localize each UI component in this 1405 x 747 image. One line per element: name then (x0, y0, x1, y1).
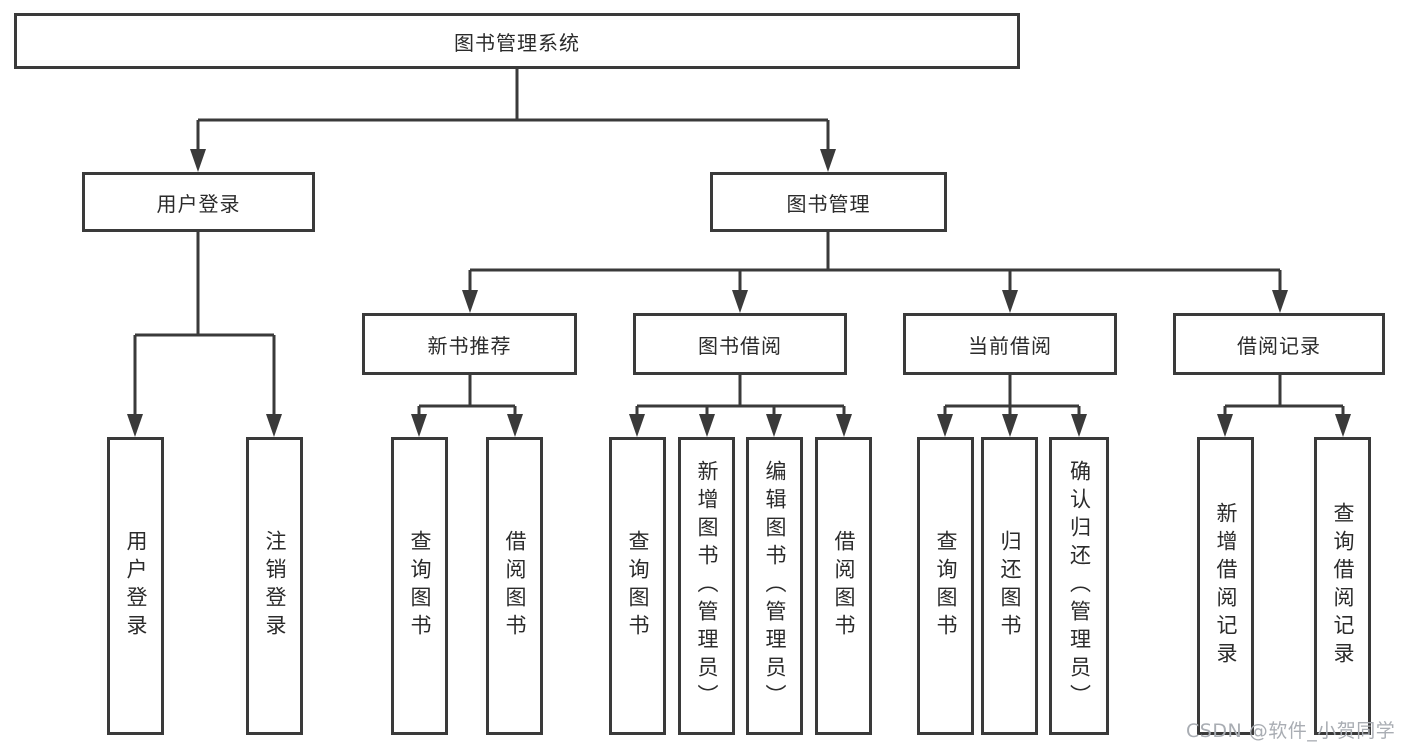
leaf-current-query: 查询图书 (917, 437, 974, 735)
leaf-newbook-query: 查询图书 (391, 437, 448, 735)
node-new-book-recommend-label: 新书推荐 (427, 333, 512, 358)
leaf-borrow-add: 新增图书（管理员） (678, 437, 735, 735)
edge-book-borrow (635, 375, 846, 417)
edge-user-login (133, 232, 276, 417)
leaf-record-add: 新增借阅记录 (1197, 437, 1254, 735)
edge-current-borrow (943, 375, 1081, 417)
leaf-current-return-label: 归还图书 (998, 530, 1022, 642)
leaf-borrow-edit-label: 编辑图书（管理员） (763, 460, 787, 712)
node-current-borrow-label: 当前借阅 (968, 333, 1052, 358)
leaf-newbook-query-label: 查询图书 (408, 530, 432, 642)
edge-new-book (417, 375, 517, 417)
leaf-record-query: 查询借阅记录 (1314, 437, 1371, 735)
arrowheads (127, 149, 1351, 437)
leaf-current-confirm: 确认归还（管理员） (1049, 437, 1109, 735)
leaf-record-query-label: 查询借阅记录 (1331, 502, 1355, 670)
leaf-current-query-label: 查询图书 (934, 530, 958, 642)
leaf-user-login-label: 用户登录 (124, 530, 148, 642)
leaf-logout-label: 注销登录 (263, 530, 287, 642)
node-user-login-label: 用户登录 (156, 191, 241, 216)
edge-borrow-records (1223, 375, 1345, 417)
leaf-newbook-borrow: 借阅图书 (486, 437, 543, 735)
leaf-newbook-borrow-label: 借阅图书 (503, 530, 527, 642)
leaf-borrow-edit: 编辑图书（管理员） (746, 437, 803, 735)
leaf-borrow-add-label: 新增图书（管理员） (695, 460, 719, 712)
edge-root (196, 69, 830, 152)
node-root-label: 图书管理系统 (454, 30, 580, 55)
leaf-borrow-book-label: 借阅图书 (832, 530, 856, 642)
node-borrow-records: 借阅记录 (1173, 313, 1385, 375)
leaf-current-return: 归还图书 (981, 437, 1038, 735)
node-current-borrow: 当前借阅 (903, 313, 1117, 375)
node-book-management: 图书管理 (710, 172, 947, 232)
node-book-management-label: 图书管理 (786, 191, 871, 216)
node-new-book-recommend: 新书推荐 (362, 313, 577, 375)
node-root: 图书管理系统 (14, 13, 1020, 69)
node-book-borrow-label: 图书借阅 (698, 333, 782, 358)
leaf-borrow-query-label: 查询图书 (626, 530, 650, 642)
leaf-borrow-book: 借阅图书 (815, 437, 872, 735)
csdn-watermark: CSDN @软件_小贺同学 (1186, 720, 1396, 742)
leaf-user-login: 用户登录 (107, 437, 164, 735)
leaf-current-confirm-label: 确认归还（管理员） (1067, 460, 1092, 712)
edge-book-management (468, 232, 1282, 293)
node-book-borrow: 图书借阅 (633, 313, 847, 375)
node-borrow-records-label: 借阅记录 (1237, 333, 1321, 358)
node-user-login: 用户登录 (82, 172, 315, 232)
leaf-borrow-query: 查询图书 (609, 437, 666, 735)
leaf-record-add-label: 新增借阅记录 (1214, 502, 1238, 670)
leaf-logout: 注销登录 (246, 437, 303, 735)
